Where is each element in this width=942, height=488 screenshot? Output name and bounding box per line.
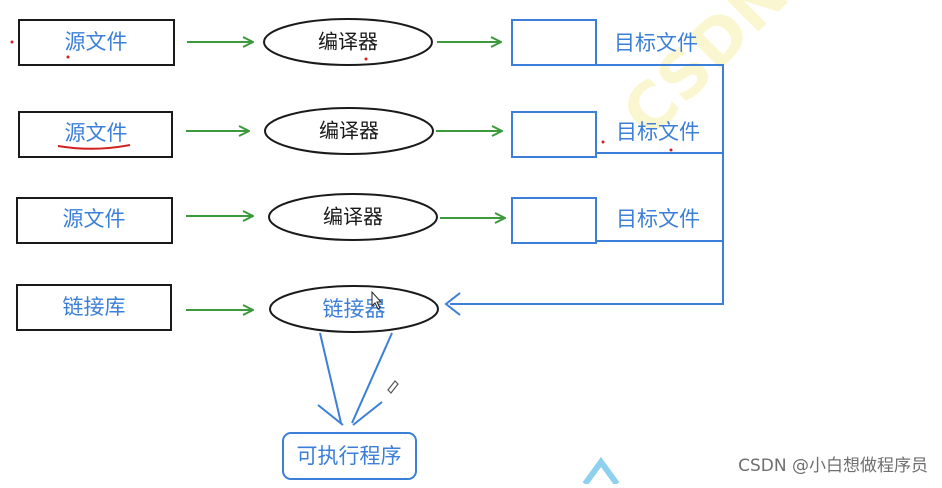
blue-arrowhead-right bbox=[352, 401, 383, 426]
object-to-linker-connector bbox=[444, 64, 724, 316]
object-file-box bbox=[511, 19, 597, 66]
red-dot bbox=[66, 55, 70, 59]
executable-box bbox=[282, 432, 417, 480]
source-file-box bbox=[18, 111, 173, 158]
red-dot bbox=[601, 140, 605, 144]
blue-stroke-left bbox=[319, 332, 342, 424]
blue-arrowhead-left bbox=[317, 404, 344, 426]
object-file-box bbox=[511, 197, 597, 244]
red-dot bbox=[669, 148, 673, 152]
row-4: 链接库 链接器 bbox=[16, 284, 439, 333]
compiler-ellipse bbox=[264, 107, 434, 155]
executable-label: 可执行程序 bbox=[297, 444, 402, 468]
compiler-ellipse bbox=[263, 18, 433, 66]
linker-to-executable-arrow bbox=[317, 332, 399, 426]
compiler-ellipse bbox=[268, 193, 438, 241]
decorative-shape bbox=[582, 456, 620, 486]
source-file-label: 源文件 bbox=[65, 121, 128, 145]
compiler-label: 编译器 bbox=[323, 205, 383, 229]
compiler-label: 编译器 bbox=[319, 119, 379, 143]
blue-stroke-right bbox=[351, 332, 393, 424]
source-file-box bbox=[18, 19, 175, 66]
mouse-cursor-icon bbox=[371, 290, 383, 310]
source-file-box bbox=[16, 197, 173, 244]
credit-text: CSDN @小白想做程序员 bbox=[738, 456, 928, 476]
red-dot bbox=[10, 40, 14, 44]
compiler-label: 编译器 bbox=[318, 30, 378, 54]
object-file-box bbox=[511, 111, 597, 158]
row-2: 源文件 编译器 目标文件 bbox=[18, 107, 700, 158]
executable: 可执行程序 bbox=[282, 432, 417, 480]
pencil-icon bbox=[387, 380, 399, 394]
object-file-label: 目标文件 bbox=[614, 31, 698, 55]
blue-arrowhead bbox=[444, 292, 461, 316]
linker-ellipse bbox=[269, 285, 439, 333]
library-box bbox=[16, 284, 172, 331]
row-3: 源文件 编译器 目标文件 bbox=[16, 193, 700, 244]
object-file-label: 目标文件 bbox=[616, 120, 700, 144]
source-file-label: 源文件 bbox=[65, 30, 128, 54]
object-file-label: 目标文件 bbox=[616, 207, 700, 231]
blue-bus-line bbox=[450, 64, 724, 305]
source-file-label: 源文件 bbox=[63, 207, 126, 231]
library-label: 链接库 bbox=[63, 295, 126, 319]
red-underline bbox=[57, 144, 131, 150]
red-dot bbox=[364, 57, 368, 61]
row-1: 源文件 编译器 目标文件 bbox=[10, 18, 698, 66]
